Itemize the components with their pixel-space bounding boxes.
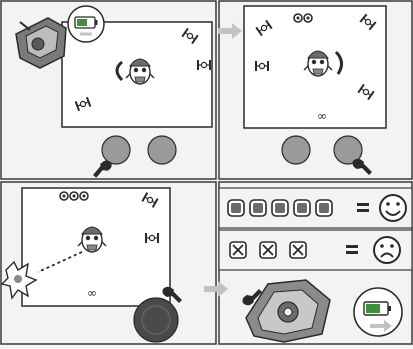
battery-icon bbox=[354, 288, 402, 336]
win-equation bbox=[219, 188, 412, 228]
check-box-icon bbox=[272, 200, 288, 216]
infinity-glyph: ∞ bbox=[317, 109, 327, 123]
panel-bottom-right-content bbox=[219, 188, 412, 342]
check-box-icon bbox=[228, 200, 244, 216]
dark-button-icon[interactable] bbox=[134, 298, 178, 342]
cross-box-icon bbox=[230, 242, 246, 258]
check-box-icon bbox=[316, 200, 332, 216]
triple-ring-icon bbox=[60, 192, 88, 200]
gray-button-icon[interactable] bbox=[148, 136, 176, 164]
battery-icon bbox=[68, 6, 104, 42]
check-box-icon bbox=[294, 200, 310, 216]
infinity-glyph: ∞ bbox=[87, 286, 97, 300]
lose-equation bbox=[219, 230, 412, 270]
sad-face-icon bbox=[374, 237, 400, 263]
cross-box-icon bbox=[290, 242, 306, 258]
check-box-icon bbox=[250, 200, 266, 216]
gray-button-icon[interactable] bbox=[282, 136, 310, 164]
cross-box-icon bbox=[260, 242, 276, 258]
gray-button-icon[interactable] bbox=[102, 136, 130, 164]
happy-face-icon bbox=[380, 195, 406, 221]
